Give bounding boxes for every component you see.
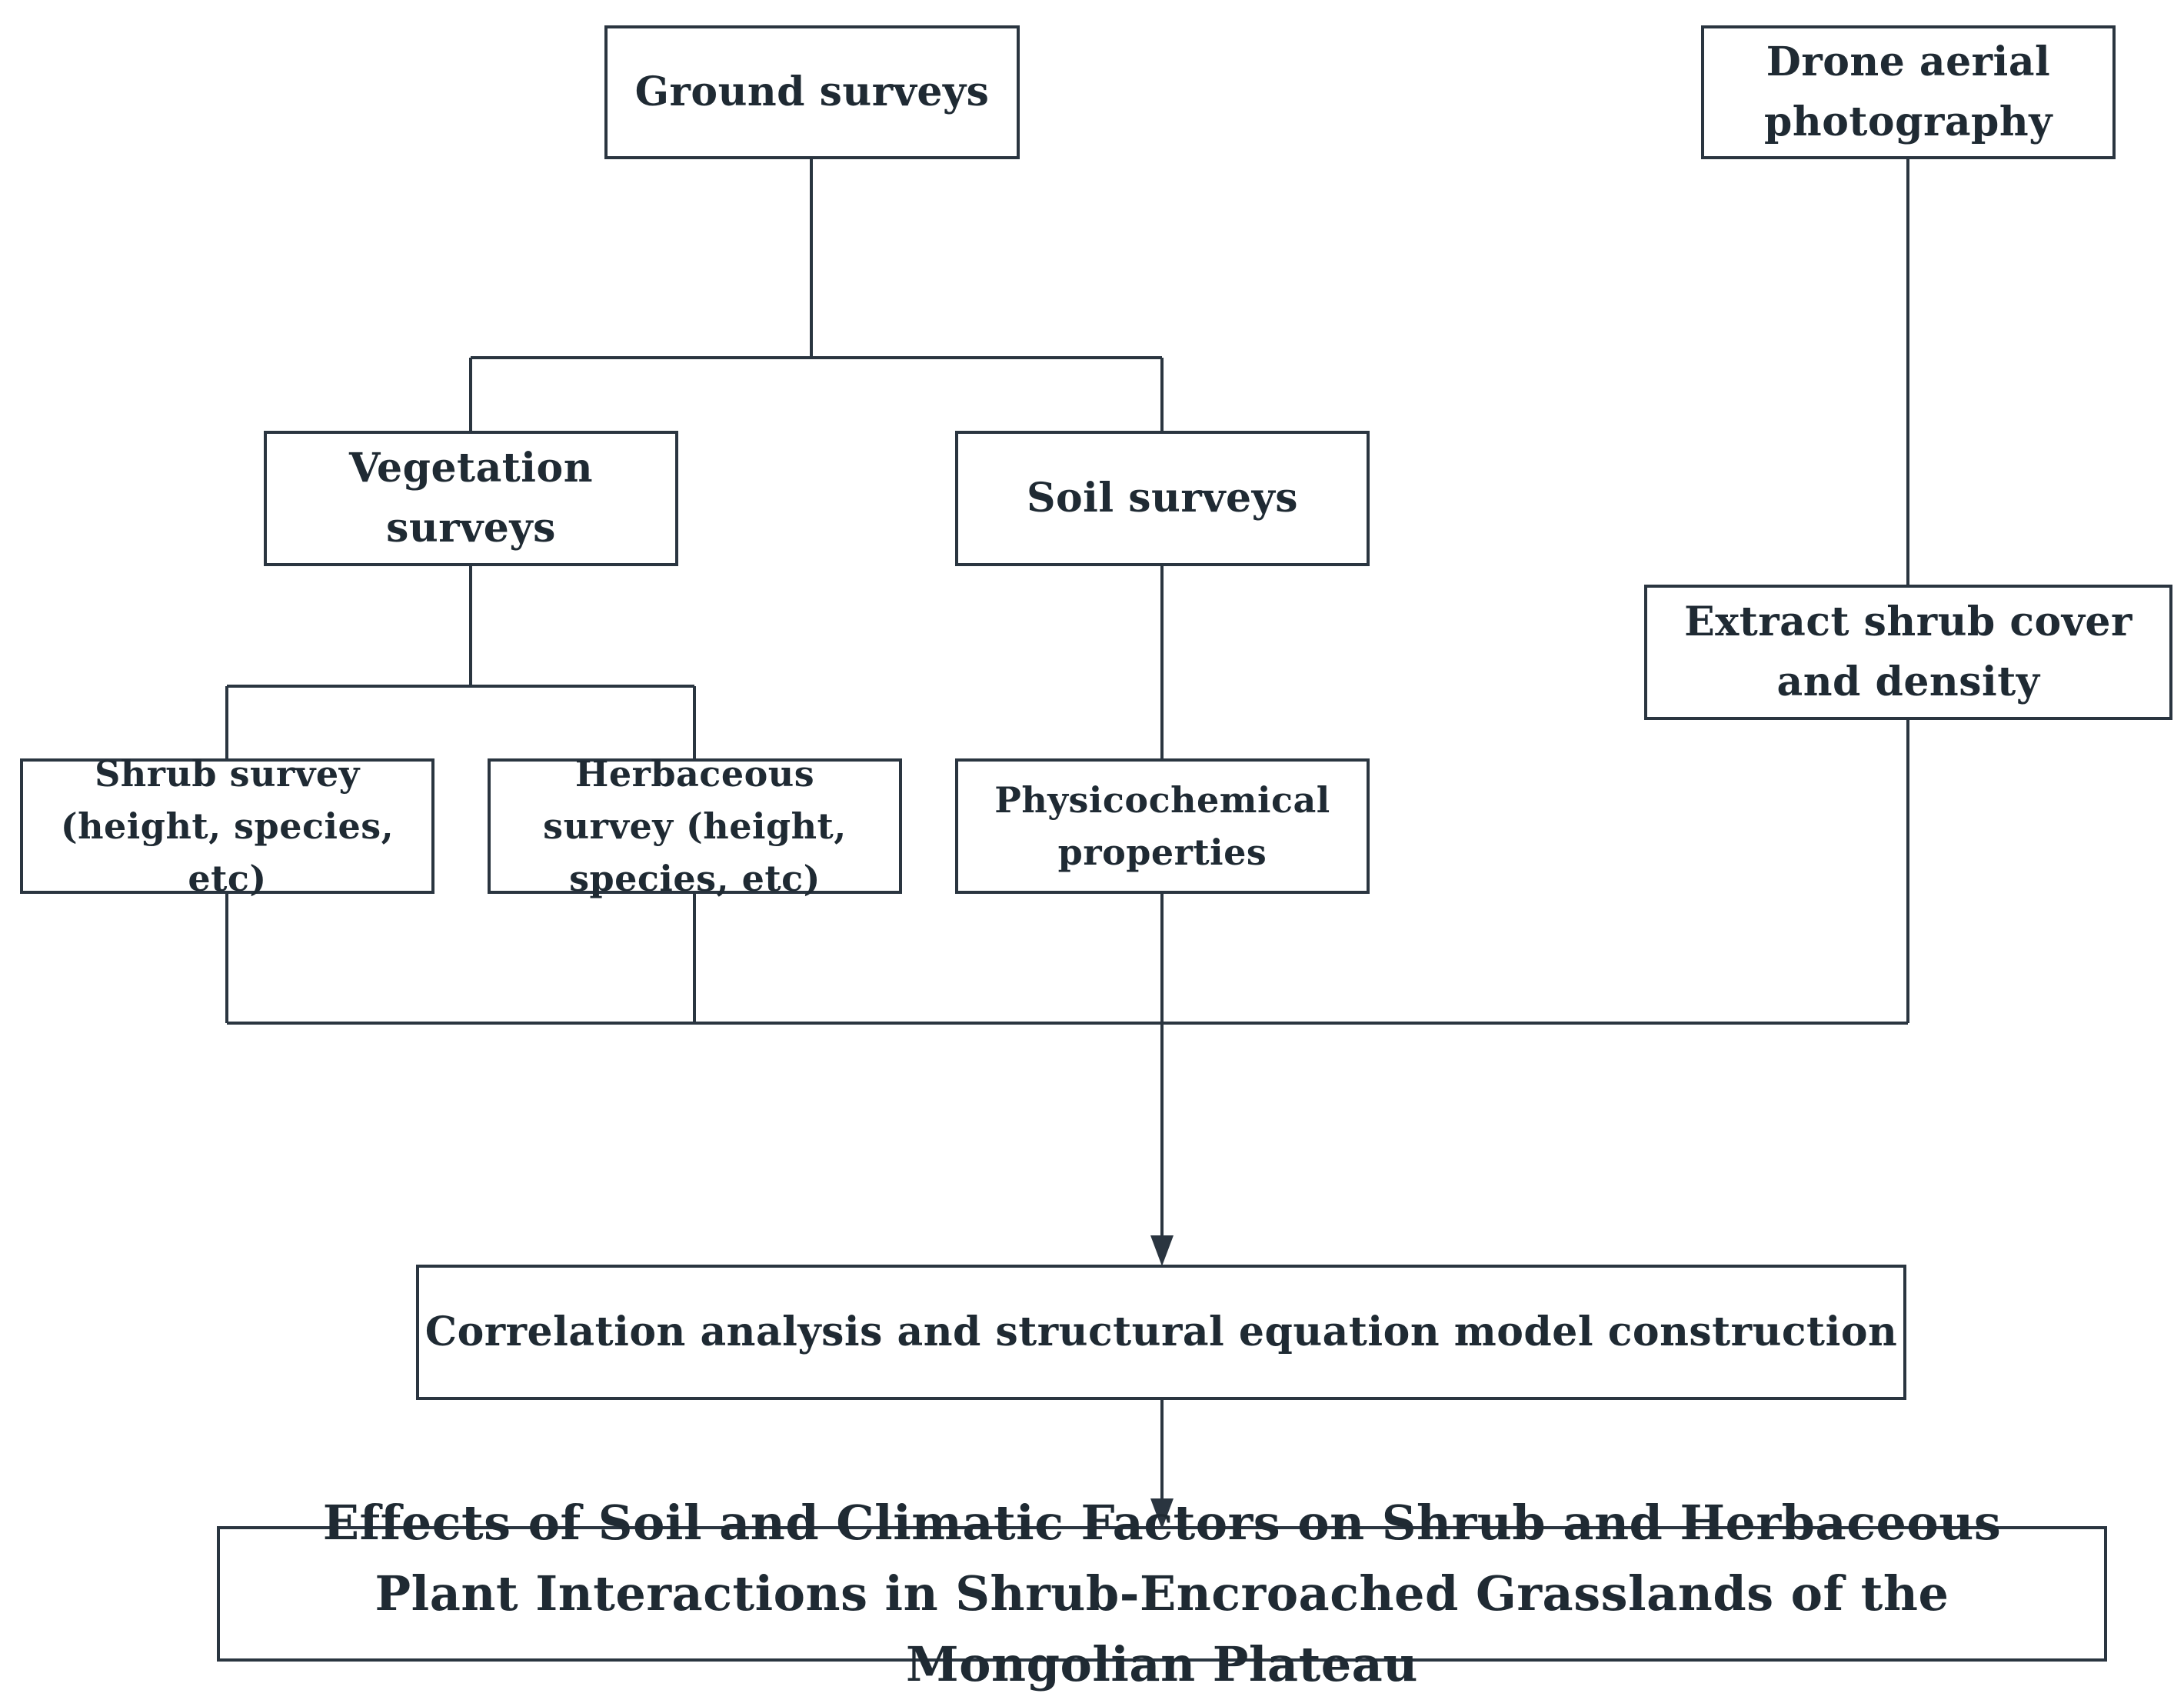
node-result: Effects of Soil and Climatic Factors on … (217, 1495, 2107, 1692)
node-ground-surveys: Ground surveys (604, 25, 1020, 159)
node-result-label: Effects of Soil and Climatic Factors on … (322, 1495, 2002, 1692)
node-soil-surveys: Soil surveys (955, 431, 1370, 566)
node-physicochemical-properties: Physicochemical properties (955, 758, 1370, 894)
arrowhead-to-result (1150, 1498, 1174, 1529)
node-shrub-survey: Shrub survey (height, species, etc) (20, 753, 434, 899)
node-drone-aerial-photography: Drone aerial photography (1701, 25, 2116, 159)
node-analysis: Correlation analysis and structural equa… (416, 1265, 1906, 1400)
node-analysis-label: Correlation analysis and structural equa… (424, 1308, 1898, 1355)
node-drone-label: Drone aerial photography (1764, 38, 2052, 145)
node-herb-label: Herbaceous survey (height, species, etc) (543, 753, 860, 899)
node-vegetation-surveys: Vegetation surveys (264, 431, 678, 566)
node-physico-label: Physicochemical properties (994, 779, 1330, 873)
arrowhead-to-analysis (1150, 1235, 1174, 1266)
node-extract-shrub-cover: Extract shrub cover and density (1644, 585, 2172, 720)
node-shrub-label: Shrub survey (height, species, etc) (60, 753, 395, 899)
node-ground-surveys-label: Ground surveys (634, 68, 990, 115)
node-soil-label: Soil surveys (1026, 475, 1299, 522)
node-extract-label: Extract shrub cover and density (1684, 598, 2132, 705)
node-herbaceous-survey: Herbaceous survey (height, species, etc) (488, 753, 902, 899)
node-vegetation-label: Vegetation surveys (348, 445, 594, 552)
